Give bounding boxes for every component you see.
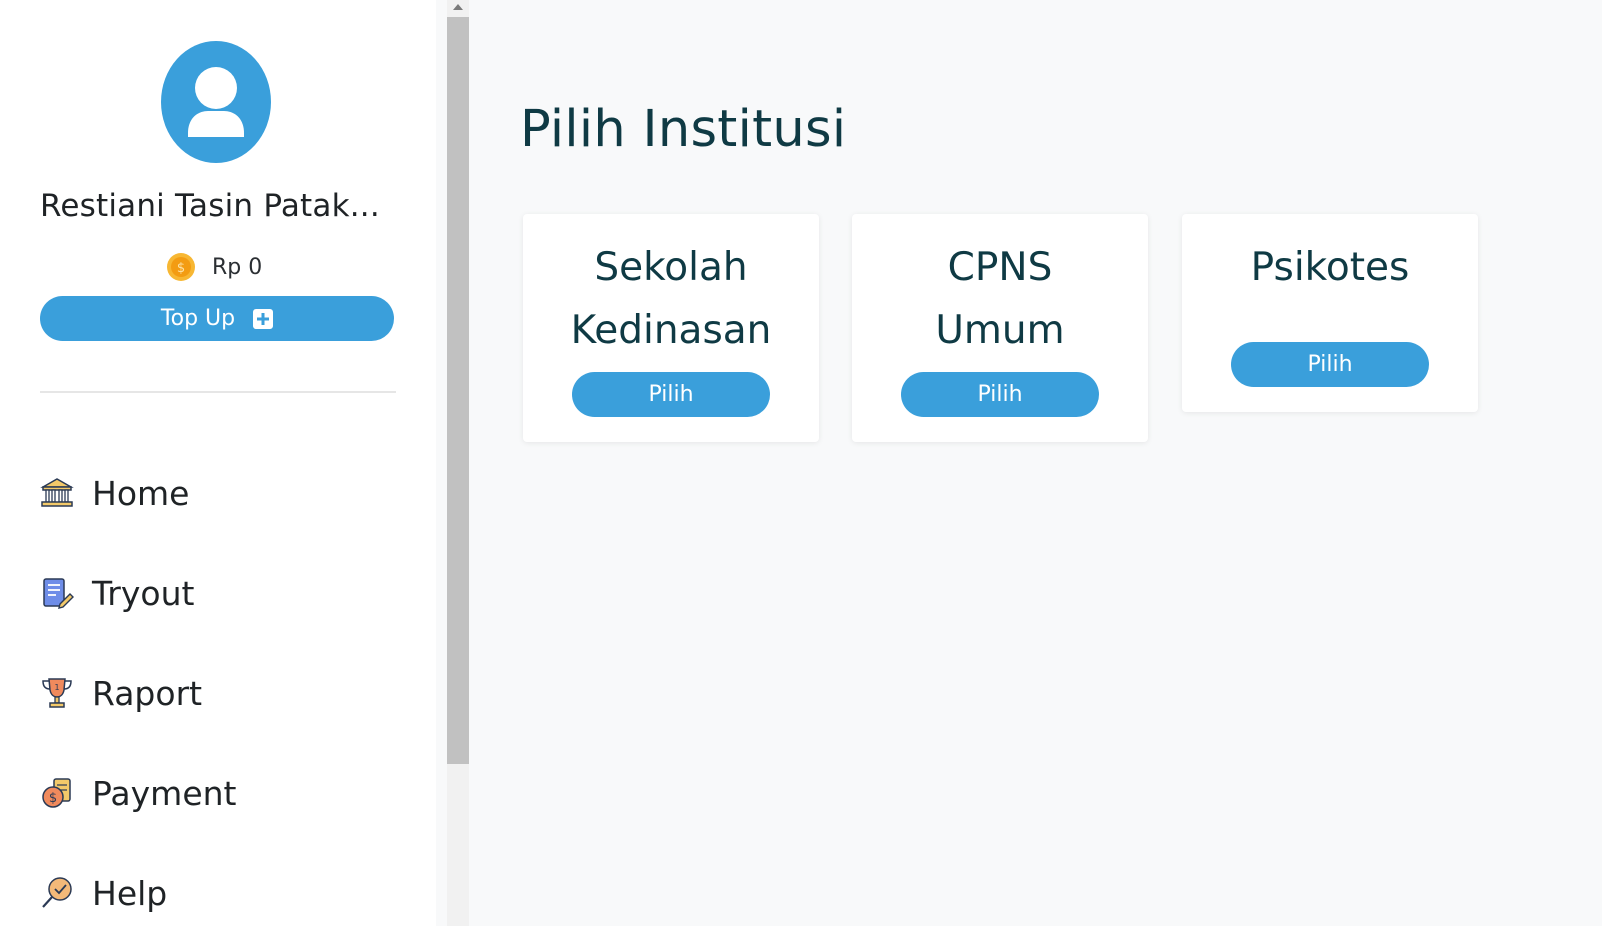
svg-text:$: $ xyxy=(177,261,185,276)
card-title-line: Kedinasan xyxy=(570,308,772,353)
sidebar-item-label: Payment xyxy=(92,773,237,813)
bank-icon xyxy=(40,476,74,510)
coin-icon: $ xyxy=(167,253,195,281)
sidebar-item-label: Home xyxy=(92,473,190,513)
balance-amount: Rp 0 xyxy=(212,254,263,280)
sidebar: Restiani Tasin Patak... $ Rp 0 Top Up xyxy=(0,0,436,926)
pilih-button[interactable]: Pilih xyxy=(572,372,770,417)
page-title: Pilih Institusi xyxy=(520,100,847,159)
plus-square-icon xyxy=(253,308,274,329)
scroll-up-arrow-icon[interactable] xyxy=(447,0,469,14)
trophy-icon: 1 xyxy=(40,676,74,710)
sidebar-scrollbar[interactable] xyxy=(447,0,469,926)
card-title-line: Sekolah xyxy=(594,245,748,290)
document-edit-icon xyxy=(40,576,74,610)
card-title: CPNS Umum xyxy=(852,214,1148,362)
user-icon xyxy=(188,67,244,137)
card-title: Psikotes xyxy=(1182,214,1478,299)
help-search-icon xyxy=(40,876,74,910)
sidebar-item-home[interactable]: Home xyxy=(40,468,400,518)
sidebar-item-tryout[interactable]: Tryout xyxy=(40,568,400,618)
card-title-line: Psikotes xyxy=(1250,245,1410,290)
sidebar-divider xyxy=(40,391,396,393)
institution-card-cpns-umum: CPNS Umum Pilih xyxy=(852,214,1148,442)
card-title-line: Umum xyxy=(935,308,1065,353)
sidebar-item-help[interactable]: Help xyxy=(40,868,400,918)
card-title: Sekolah Kedinasan xyxy=(523,214,819,362)
pilih-button[interactable]: Pilih xyxy=(1231,342,1429,387)
card-title-line: CPNS xyxy=(947,245,1053,290)
top-up-label: Top Up xyxy=(160,306,236,331)
pilih-button[interactable]: Pilih xyxy=(901,372,1099,417)
money-coins-icon: $ xyxy=(40,776,74,810)
top-up-button[interactable]: Top Up xyxy=(40,296,394,341)
scrollbar-thumb[interactable] xyxy=(447,17,469,764)
svg-text:$: $ xyxy=(49,791,57,806)
main-content: Pilih Institusi Sekolah Kedinasan Pilih … xyxy=(469,0,1602,926)
institution-card-psikotes: Psikotes Pilih xyxy=(1182,214,1478,412)
sidebar-item-raport[interactable]: 1 Raport xyxy=(40,668,400,718)
balance: $ Rp 0 xyxy=(166,252,262,282)
sidebar-item-label: Raport xyxy=(92,673,203,713)
sidebar-item-label: Help xyxy=(92,873,168,913)
sidebar-item-payment[interactable]: $ Payment xyxy=(40,768,400,818)
institution-card-sekolah-kedinasan: Sekolah Kedinasan Pilih xyxy=(523,214,819,442)
svg-text:1: 1 xyxy=(54,683,59,692)
user-name: Restiani Tasin Patak... xyxy=(40,188,380,224)
avatar[interactable] xyxy=(161,41,271,163)
sidebar-item-label: Tryout xyxy=(92,573,195,613)
